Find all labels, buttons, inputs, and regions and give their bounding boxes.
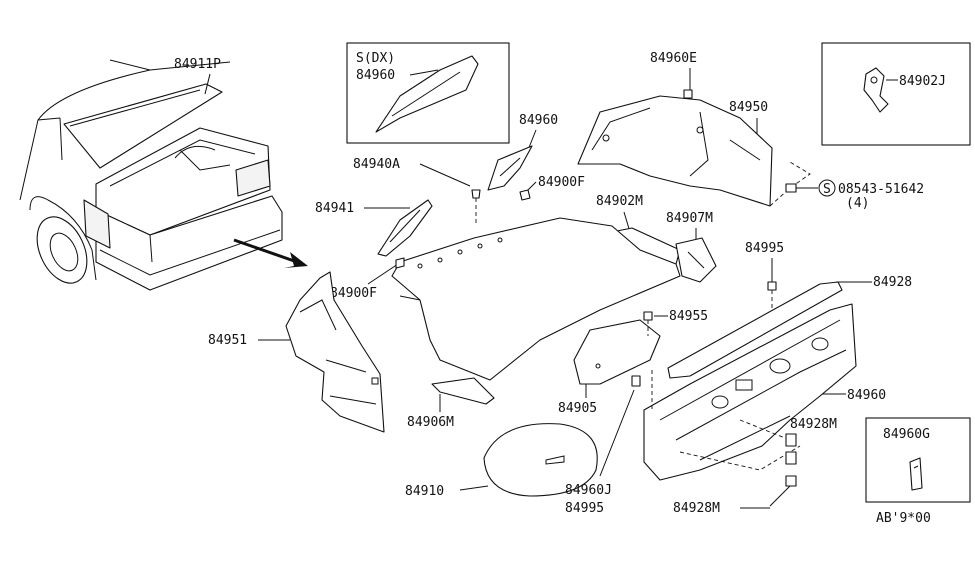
label-84960-top: 84960 — [519, 113, 558, 128]
part-84928M-lower: 84928M — [673, 475, 797, 516]
label-84960-inset: 84960 — [356, 68, 395, 83]
label-84995-bottom: 84995 — [565, 501, 604, 516]
part-84941: 84941 — [315, 199, 433, 257]
label-84902J: 84902J — [899, 74, 946, 89]
part-84950: 84960E 84950 — [577, 51, 811, 207]
part-84906M: 84906M — [407, 377, 495, 430]
inset-84960G: 84960G — [865, 417, 971, 503]
part-84928M-upper: 84928M — [785, 417, 837, 465]
label-84906M: 84906M — [407, 415, 454, 430]
label-84928: 84928 — [873, 275, 912, 290]
inset-sdx: S(DX) 84960 — [346, 42, 510, 144]
car-rear-illustration — [19, 59, 283, 291]
part-84955: 84955 — [643, 309, 708, 336]
part-84905: 84905 — [558, 319, 661, 416]
part-84907M: 84907M — [666, 211, 717, 283]
label-sdx: S(DX) — [356, 51, 395, 66]
label-84902M: 84902M — [596, 194, 643, 209]
label-84960G: 84960G — [883, 427, 930, 442]
part-84995-top: 84995 — [745, 241, 784, 312]
label-84960-right: 84960 — [847, 388, 886, 403]
part-84928: 84928 — [667, 275, 912, 379]
label-84900F-top: 84900F — [538, 175, 585, 190]
inset-84902J: 84902J — [821, 42, 971, 146]
part-84951: 84951 — [208, 271, 385, 433]
label-84910: 84910 — [405, 484, 444, 499]
part-84911P: 84911P — [174, 57, 221, 95]
label-84907M: 84907M — [666, 211, 713, 226]
part-84940A: 84940A — [353, 157, 481, 226]
label-84900F-left: 84900F — [330, 286, 377, 301]
screw-symbol-icon — [818, 179, 836, 197]
part-84960-rear-panel: 84960 — [643, 303, 886, 481]
label-84955: 84955 — [669, 309, 708, 324]
part-08543-51642: S 08543-51642 (4) — [785, 179, 924, 211]
part-84960J: 84960J 84995 — [565, 375, 641, 516]
label-84960E: 84960E — [650, 51, 697, 66]
part-84900F-top: 84900F — [519, 175, 585, 201]
label-84941: 84941 — [315, 201, 354, 216]
label-08543-qty: (4) — [846, 196, 869, 211]
label-84950: 84950 — [729, 100, 768, 115]
footer-code: AB'9*00 — [876, 511, 931, 526]
direction-arrow — [233, 238, 308, 268]
label-84928M-upper: 84928M — [790, 417, 837, 432]
label-84905: 84905 — [558, 401, 597, 416]
part-84910: 84910 — [405, 423, 598, 499]
label-08543-51642: 08543-51642 — [838, 182, 924, 197]
label-84928M-lower: 84928M — [673, 501, 720, 516]
part-84960-bracket: 84960 — [487, 113, 558, 191]
label-s-symbol: S — [823, 182, 831, 197]
label-84940A: 84940A — [353, 157, 400, 172]
part-trunk-floor-mat: 84900F — [330, 217, 681, 381]
label-84960J: 84960J — [565, 483, 612, 498]
label-84995-top: 84995 — [745, 241, 784, 256]
label-84951: 84951 — [208, 333, 247, 348]
label-84911P: 84911P — [174, 57, 221, 72]
